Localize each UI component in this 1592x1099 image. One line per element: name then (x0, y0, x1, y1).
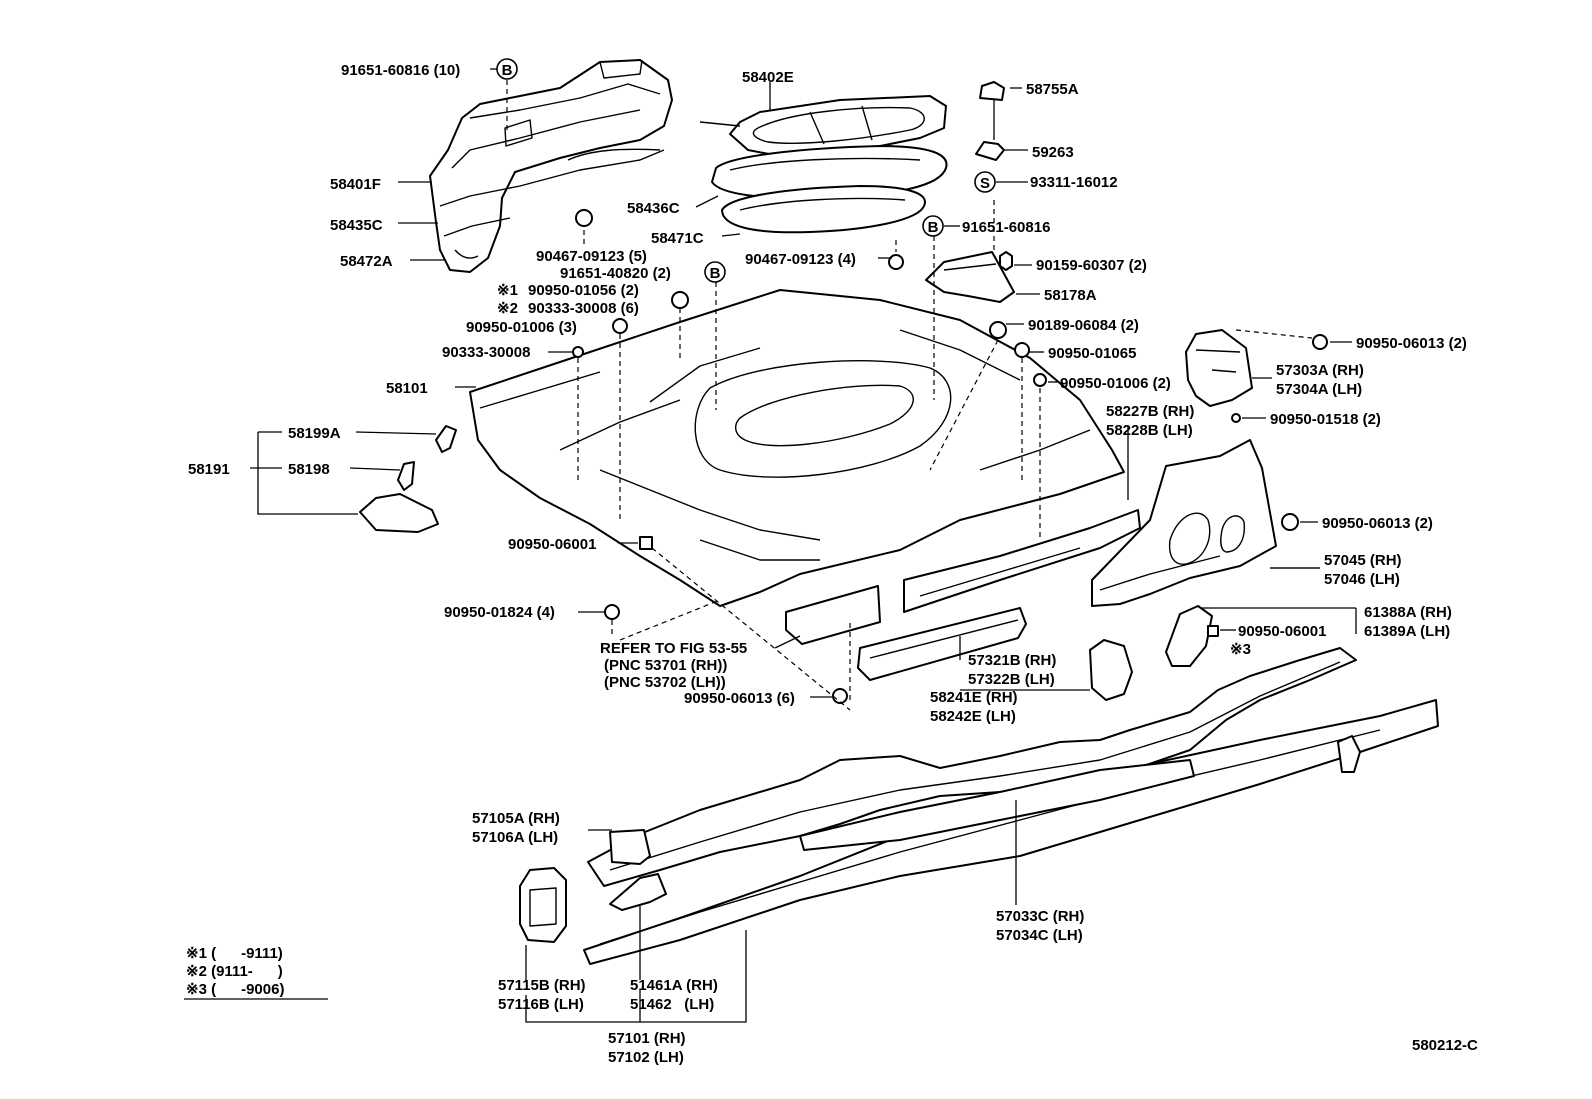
label-90950-06013-6: 90950-06013 (6) (684, 690, 795, 707)
label-58402e: 58402E (742, 69, 794, 86)
label-57321b: 57321B (RH) (968, 652, 1056, 669)
marker-b-3: B (922, 215, 944, 237)
label-59263: 59263 (1032, 144, 1074, 161)
label-91651-40820-2: 91651-40820 (2) (560, 265, 671, 282)
label-90950-01824-4: 90950-01824 (4) (444, 604, 555, 621)
svg-text:B: B (502, 62, 513, 79)
label-refer-pnc-lh: (PNC 53702 (LH)) (604, 674, 726, 691)
part-57101-side-member (583, 647, 1439, 965)
part-58191-bracket (359, 425, 457, 533)
label-58242e: 58242E (LH) (930, 708, 1016, 725)
part-58227b-crossmember (785, 509, 1141, 645)
label-90950-06013-2b: 90950-06013 (2) (1322, 515, 1433, 532)
label-90950-06001b: 90950-06001 (1238, 623, 1326, 640)
label-51461a: 51461A (RH) (630, 977, 718, 994)
label-note3-mark: ※3 (1230, 641, 1251, 658)
part-58101-floor-pan (469, 289, 1125, 607)
label-57322b: 57322B (LH) (968, 671, 1055, 688)
leader-lines (184, 68, 1357, 1023)
label-91651-60816-10: 91651-60816 (10) (341, 62, 460, 79)
label-58472a: 58472A (340, 253, 393, 270)
label-90950-01006-3: 90950-01006 (3) (466, 319, 577, 336)
part-51461a-bracket (609, 873, 667, 911)
label-90950-01065: 90950-01065 (1048, 345, 1136, 362)
label-58227b: 58227B (RH) (1106, 403, 1194, 420)
diagram-id: 580212-C (1412, 1037, 1478, 1054)
svg-text:S: S (980, 175, 990, 192)
svg-text:B: B (710, 265, 721, 282)
label-90467-09123-4: 90467-09123 (4) (745, 251, 856, 268)
label-93311-16012: 93311-16012 (1030, 174, 1118, 191)
label-refer-fig: REFER TO FIG 53-55 (600, 640, 747, 657)
note-1: ※1 ( -9111) (186, 945, 283, 962)
marker-b-2: B (704, 261, 726, 283)
part-labels: 91651-60816 (10) 58402E 58755A 59263 933… (188, 62, 1467, 1066)
part-58241e-gusset (1089, 639, 1133, 701)
note-2: ※2 (9111- ) (186, 963, 283, 980)
label-57115b: 57115B (RH) (498, 977, 586, 994)
label-90467-09123-5: 90467-09123 (5) (536, 248, 647, 265)
label-57304a: 57304A (LH) (1276, 381, 1362, 398)
fastener-59263 (975, 141, 1005, 161)
label-57034c: 57034C (LH) (996, 927, 1083, 944)
note-3: ※3 ( -9006) (186, 981, 284, 998)
label-90950-01006-2: 90950-01006 (2) (1060, 375, 1171, 392)
part-57105a-bracket (609, 829, 651, 865)
label-51462: 51462 (LH) (630, 996, 714, 1013)
label-57116b: 57116B (LH) (498, 996, 584, 1013)
label-90950-06001a: 90950-06001 (508, 536, 596, 553)
label-90333-30008-6: 90333-30008 (6) (528, 300, 639, 317)
label-58401f: 58401F (330, 176, 381, 193)
label-61388a: 61388A (RH) (1364, 604, 1452, 621)
label-58436c: 58436C (627, 200, 680, 217)
label-58178a: 58178A (1044, 287, 1097, 304)
part-57321b-reinforcement (857, 607, 1027, 681)
part-57303a-brace (1185, 329, 1253, 407)
label-58755a: 58755A (1026, 81, 1079, 98)
label-90950-01518-2: 90950-01518 (2) (1270, 411, 1381, 428)
label-58435c: 58435C (330, 217, 383, 234)
svg-text:B: B (928, 219, 939, 236)
part-57115b-bracket (519, 867, 567, 943)
part-58401f-extension (429, 59, 673, 273)
part-58402e-cover (699, 95, 948, 234)
marker-s: S (974, 171, 996, 193)
fastener-58755a (979, 81, 1005, 140)
label-90159-60307-2: 90159-60307 (2) (1036, 257, 1147, 274)
label-57046: 57046 (LH) (1324, 571, 1400, 588)
label-90333-30008: 90333-30008 (442, 344, 530, 361)
part-57045-panel (1091, 439, 1277, 607)
marker-b-1: B (496, 58, 518, 80)
label-57303a: 57303A (RH) (1276, 362, 1364, 379)
label-58471c: 58471C (651, 230, 704, 247)
label-58198: 58198 (288, 461, 330, 478)
label-57102: 57102 (LH) (608, 1049, 684, 1066)
label-57045: 57045 (RH) (1324, 552, 1402, 569)
label-91651-60816: 91651-60816 (962, 219, 1050, 236)
label-61389a: 61389A (LH) (1364, 623, 1450, 640)
label-refer-pnc-rh: (PNC 53701 (RH)) (604, 657, 727, 674)
label-57105a: 57105A (RH) (472, 810, 560, 827)
label-58101: 58101 (386, 380, 428, 397)
label-57033c: 57033C (RH) (996, 908, 1084, 925)
label-note1-mark: ※1 (497, 282, 518, 299)
label-90950-06013-2a: 90950-06013 (2) (1356, 335, 1467, 352)
label-57101: 57101 (RH) (608, 1030, 686, 1047)
label-58191: 58191 (188, 461, 230, 478)
label-90950-01056-2: 90950-01056 (2) (528, 282, 639, 299)
label-90189-06084-2: 90189-06084 (2) (1028, 317, 1139, 334)
label-note2-mark: ※2 (497, 300, 518, 317)
bracket-58178a (925, 251, 1015, 303)
label-57106a: 57106A (LH) (472, 829, 558, 846)
label-58241e: 58241E (RH) (930, 689, 1018, 706)
part-61388a-bracket (1165, 605, 1213, 667)
notes-block: ※1 ( -9111) ※2 (9111- ) ※3 ( -9006) (186, 945, 284, 998)
label-58199a: 58199A (288, 425, 341, 442)
label-58228b: 58228B (LH) (1106, 422, 1193, 439)
bolt-90159-60307 (999, 251, 1013, 271)
